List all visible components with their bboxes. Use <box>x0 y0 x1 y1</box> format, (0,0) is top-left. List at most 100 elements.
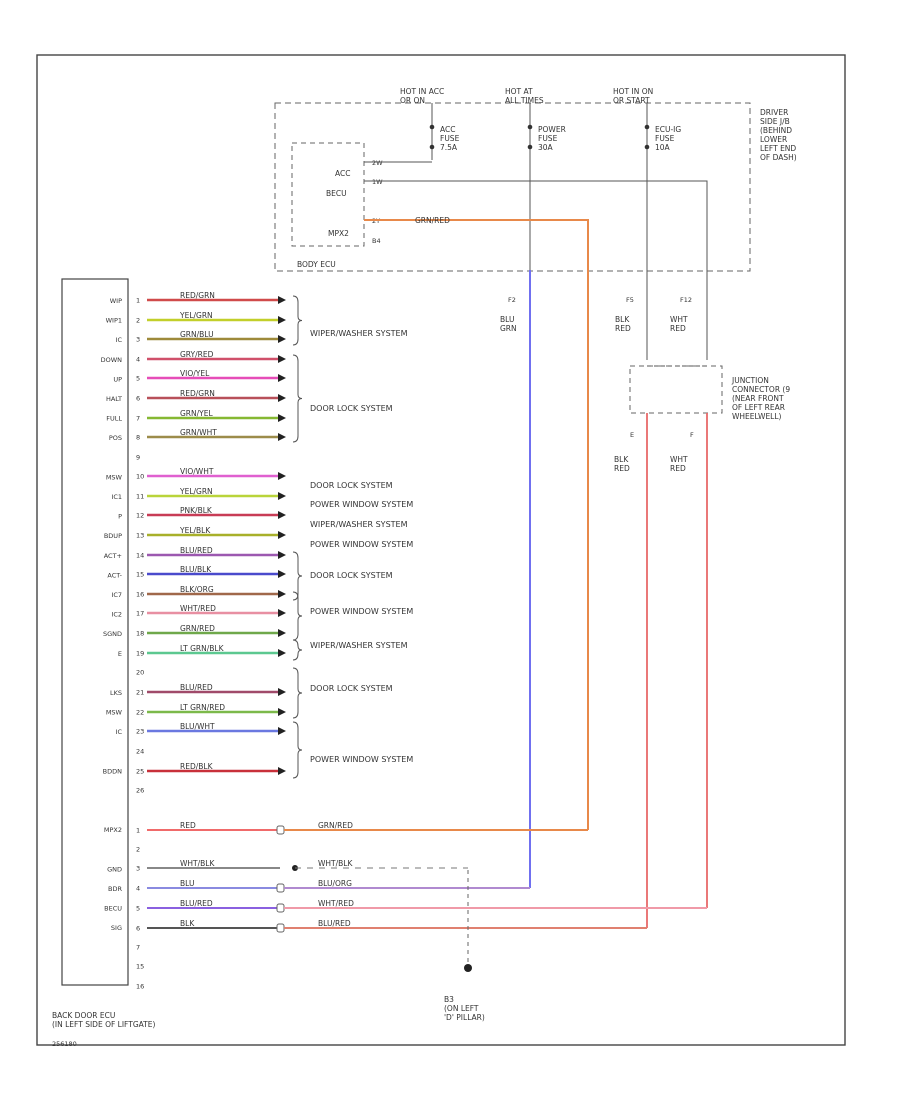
wire-arrow-icon <box>278 727 286 735</box>
wire-arrow-icon <box>278 492 286 500</box>
bottom-wire-left-label: BLU/RED <box>180 899 213 908</box>
bottom-wire-left-label: BLU <box>180 879 194 888</box>
junction-pin-f: F <box>690 431 694 439</box>
ecu-pin-label: IC7 <box>111 591 122 599</box>
ecu-pin-label: BDUP <box>104 532 122 540</box>
wire-arrow-icon <box>278 511 286 519</box>
f2-pin-label: F2 <box>508 296 516 304</box>
wire-arrow-icon <box>278 414 286 422</box>
bottom-wire-left-label: WHT/BLK <box>180 859 215 868</box>
wire-color-label: YEL/GRN <box>179 487 213 496</box>
body-ecu-acc-label: ACC <box>335 169 350 178</box>
wire-arrow-icon <box>278 767 286 775</box>
ecu-pin-label: IC <box>116 728 123 736</box>
wire-pin-number: 10 <box>136 473 144 481</box>
ground-point <box>464 964 472 972</box>
wire-color-label: YEL/BLK <box>179 526 211 535</box>
wire-color-label: LT GRN/BLK <box>180 644 225 653</box>
wire-arrow-icon <box>278 335 286 343</box>
back-door-ecu-name: BACK DOOR ECU(IN LEFT SIDE OF LIFTGATE) <box>52 1011 156 1029</box>
system-label: POWER WINDOW SYSTEM <box>310 755 413 764</box>
wire-color-label: WHT/RED <box>180 604 216 613</box>
wire-color-label: BLK/ORG <box>180 585 214 594</box>
bottom-pin-number: 1 <box>136 827 140 835</box>
wire-pin-number: 2 <box>136 317 140 325</box>
wire-pin-number: 22 <box>136 709 144 717</box>
ecu-pin-label: E <box>118 650 122 658</box>
ecu-pin-label: BECU <box>104 905 122 913</box>
system-brace <box>292 667 303 719</box>
power-fuse-node-bottom <box>527 144 533 150</box>
bottom-wire-left-label: BLK <box>180 919 195 928</box>
system-brace <box>292 591 303 641</box>
power-fuse-node-top <box>527 124 533 130</box>
junction-connector-outline <box>629 365 723 414</box>
acc-fuse-node-top <box>429 124 435 130</box>
ecu-pin-label: ACT+ <box>104 552 122 560</box>
wire-color-label: BLU/RED <box>180 683 213 692</box>
bottom-wire-right-label: WHT/BLK <box>318 859 353 868</box>
system-brace <box>292 295 303 346</box>
bottom-pin-number: 3 <box>136 865 140 873</box>
wire-pin-number: 15 <box>136 571 144 579</box>
wire-color-label: LT GRN/RED <box>180 703 225 712</box>
wire-arrow-icon <box>278 708 286 716</box>
wire-color-label: RED/BLK <box>180 762 214 771</box>
wire-pin-number: 20 <box>136 669 144 677</box>
f12-pin-label: F12 <box>680 296 692 304</box>
wire-arrow-icon <box>278 570 286 578</box>
back-door-ecu-box <box>61 278 129 986</box>
bottom-wire-left-label: RED <box>180 821 196 830</box>
system-brace <box>292 551 303 601</box>
ecu-pin-label: MSW <box>106 473 123 481</box>
wire-arrow-icon <box>278 472 286 480</box>
wire-pin-number: 4 <box>136 356 140 364</box>
ecu-pin-label: MPX2 <box>104 826 122 834</box>
acc-fuse-node-bottom <box>429 144 435 150</box>
ecu-pin-label: WIP1 <box>106 317 122 325</box>
wire-pin-number: 12 <box>136 512 144 520</box>
ecu-pin-label: UP <box>113 375 122 383</box>
wire-pin-number: 11 <box>136 493 144 501</box>
wire-pin-number: 1 <box>136 297 140 305</box>
wire-arrow-icon <box>278 688 286 696</box>
wire-arrow-icon <box>278 590 286 598</box>
mpx2-orange-wire <box>364 219 589 830</box>
wire-pin-number: 18 <box>136 630 144 638</box>
ecu-ig-fuse-node-bottom <box>644 144 650 150</box>
connector-icon <box>276 903 285 913</box>
f5-pin-label: F5 <box>626 296 634 304</box>
wire-pin-number: 16 <box>136 591 144 599</box>
wire-arrow-icon <box>278 355 286 363</box>
body-ecu-pin-1w: 1W <box>372 178 383 186</box>
back-door-ecu-code: 256180 <box>52 1040 77 1048</box>
mpx2-wire-label: GRN/RED <box>415 216 450 225</box>
wire-pin-number: 8 <box>136 434 140 442</box>
wire-pin-number: 7 <box>136 415 140 423</box>
wire-pin-number: 6 <box>136 395 140 403</box>
ecu-pin-label: POS <box>109 434 122 442</box>
wire-pin-number: 13 <box>136 532 144 540</box>
system-brace <box>292 721 303 779</box>
wire-color-label: VIO/WHT <box>180 467 214 476</box>
becu-to-junction-wire <box>364 180 708 270</box>
system-brace <box>292 354 303 443</box>
wire-color-label: YEL/GRN <box>179 311 213 320</box>
wire-color-label: VIO/YEL <box>180 369 210 378</box>
body-ecu-name: BODY ECU <box>297 260 336 269</box>
wire-arrow-icon <box>278 551 286 559</box>
ecu-pin-label: SGND <box>103 630 122 638</box>
system-label: DOOR LOCK SYSTEM <box>310 481 393 490</box>
ecu-pin-label: DOWN <box>101 356 123 364</box>
system-label: POWER WINDOW SYSTEM <box>310 540 413 549</box>
ecu-ig-fuse-node-top <box>644 124 650 130</box>
